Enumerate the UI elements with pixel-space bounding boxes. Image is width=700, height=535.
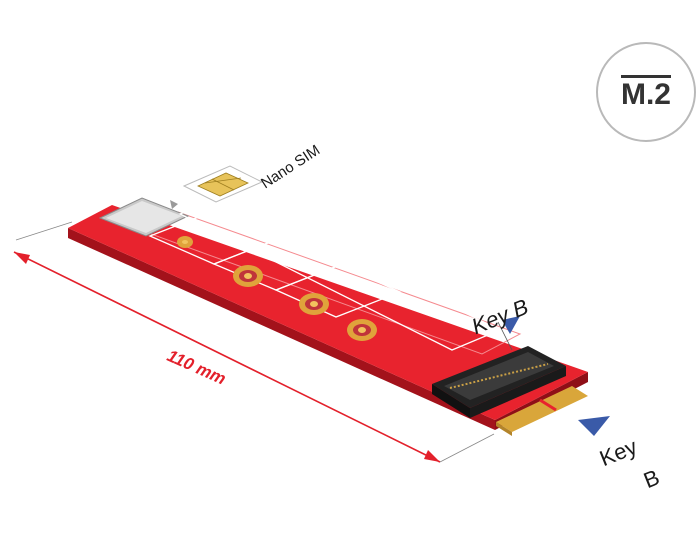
key-b-side-pointer bbox=[578, 416, 610, 436]
key-b-top-pointer bbox=[497, 316, 520, 351]
pcb-top bbox=[68, 205, 588, 420]
sim-insert-marker bbox=[170, 200, 178, 209]
nano-sim-card bbox=[182, 165, 264, 203]
mount-hole-small bbox=[177, 236, 193, 248]
m2-socket bbox=[432, 346, 566, 418]
m2-badge-text: M.2 bbox=[620, 74, 671, 110]
pcb-edge bbox=[68, 228, 495, 430]
mount-hole-3 bbox=[347, 319, 377, 341]
mounting-holes bbox=[177, 236, 377, 341]
mount-hole-2 bbox=[299, 293, 329, 315]
m2-badge: M.2 bbox=[596, 42, 696, 142]
length-dimension bbox=[13, 221, 495, 463]
mount-hole-1 bbox=[233, 265, 263, 287]
gold-edge-connector bbox=[496, 386, 588, 436]
sim-slot bbox=[98, 197, 190, 237]
